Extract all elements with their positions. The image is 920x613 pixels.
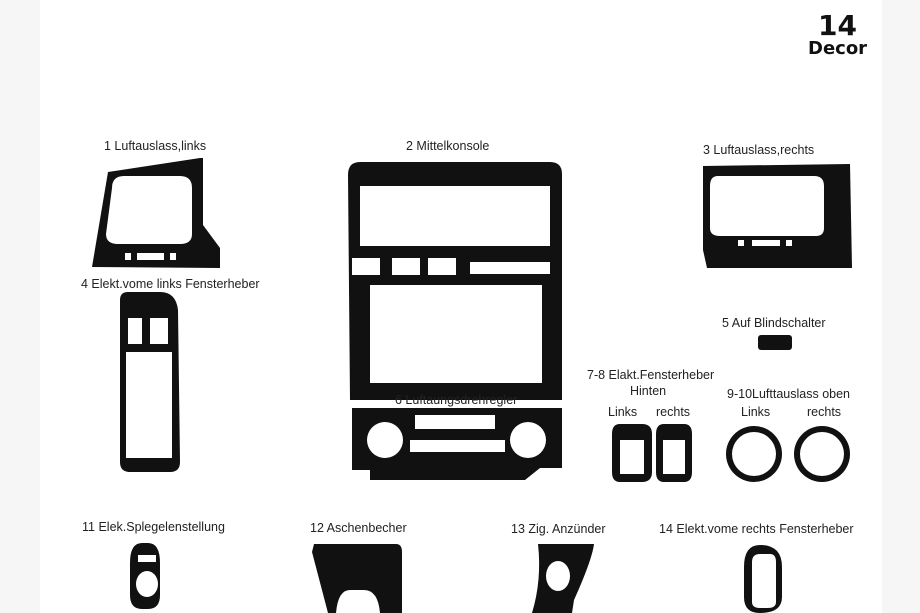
label-part-7-8-sub: Hinten (630, 384, 667, 398)
label-part-7-left: Links (608, 405, 638, 419)
label-part-9-left: Links (741, 405, 771, 419)
part-6-climate-control (352, 408, 562, 480)
label-part-7-8: 7-8 Elakt.Fensterheber (587, 368, 715, 382)
part-7-rear-left-window-switch (612, 424, 652, 482)
diagram-sheet (40, 0, 882, 613)
label-part-11: 11 Elek.Splegelenstellung (82, 520, 225, 534)
logo-number: 14 (818, 9, 858, 42)
label-part-10-right: rechts (807, 405, 842, 419)
label-part-12: 12 Aschenbecher (310, 521, 407, 535)
part-5-blank-switch (758, 335, 792, 350)
label-part-5: 5 Auf Blindschalter (722, 316, 826, 330)
part-4-front-left-window-switch (120, 292, 180, 472)
part-11-mirror-adjust (130, 543, 160, 609)
part-14-front-right-window-switch (744, 545, 782, 613)
label-part-1: 1 Luftauslass,links (104, 139, 207, 153)
part-2-center-console (348, 162, 562, 400)
label-part-14: 14 Elekt.vome rechts Fensterheber (659, 522, 854, 536)
part-8-rear-right-window-switch (656, 424, 692, 482)
label-part-4: 4 Elekt.vome links Fensterheber (81, 277, 260, 291)
part-9-upper-air-vent-left (726, 426, 782, 482)
label-part-3: 3 Luftauslass,rechts (703, 143, 815, 157)
part-13-cigarette-lighter (532, 544, 594, 613)
logo-text: Decor (808, 38, 868, 59)
label-part-9-10: 9-10Lufttauslass oben (727, 387, 851, 401)
part-12-ashtray (312, 544, 402, 613)
part-3-right-air-vent (703, 164, 852, 268)
part-10-upper-air-vent-right (794, 426, 850, 482)
label-part-8-right: rechts (656, 405, 691, 419)
brand-logo: 14 Decor (808, 12, 867, 58)
part-1-left-air-vent (92, 158, 220, 268)
label-part-2: 2 Mittelkonsole (406, 139, 490, 153)
label-part-6: 6 Luftaungsdrehregler (395, 393, 518, 407)
label-part-13: 13 Zig. Anzünder (511, 522, 606, 536)
